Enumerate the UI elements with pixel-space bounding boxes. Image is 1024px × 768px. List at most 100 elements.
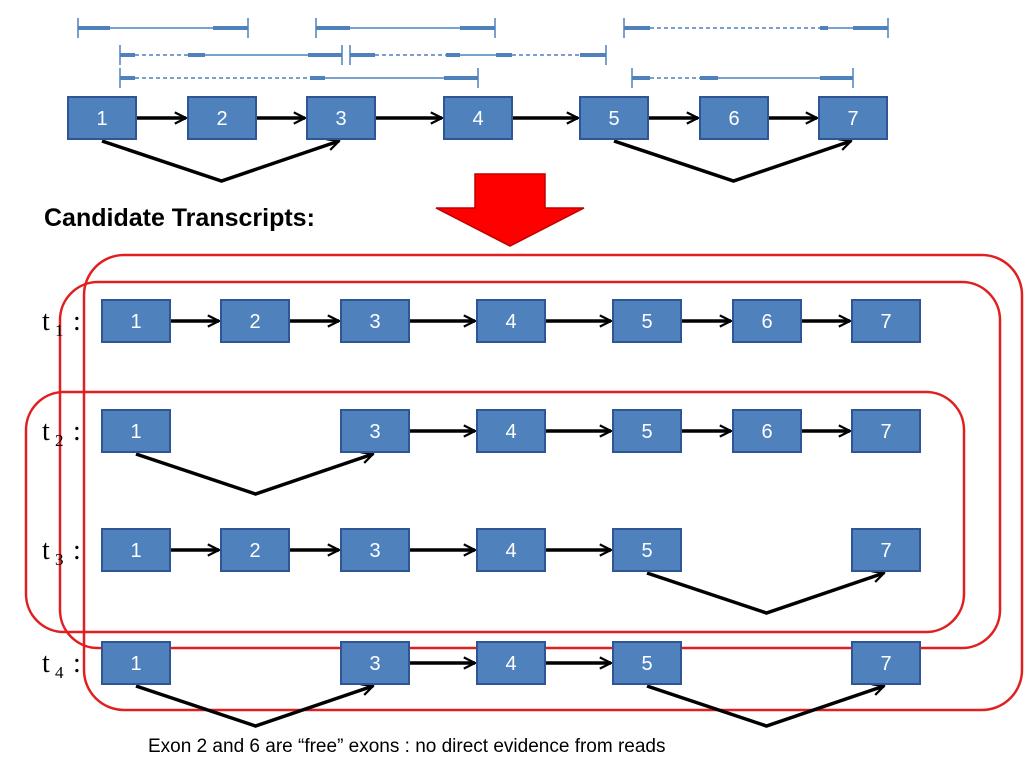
exon-7: 7 (851, 641, 921, 685)
transcript-label-separator: : (73, 306, 81, 337)
exon-label: 3 (335, 108, 346, 130)
skip-edge-5-7 (646, 573, 884, 615)
exon-label: 5 (608, 108, 619, 130)
exon-3: 3 (340, 641, 410, 685)
exon-5: 5 (612, 641, 682, 685)
skip-edge-5-7 (646, 686, 884, 728)
exon-1: 1 (101, 641, 171, 685)
exon-box (67, 96, 137, 140)
exon-box (612, 641, 682, 685)
read (349, 45, 607, 65)
skip-edge-1-3 (135, 454, 373, 496)
transcript-label-name: t (42, 535, 50, 566)
transcript-label-separator: : (73, 535, 81, 566)
exon-6: 6 (732, 299, 802, 343)
exon-3: 3 (340, 299, 410, 343)
exon-box (732, 299, 802, 343)
exon-label: 5 (641, 540, 652, 562)
exon-label: 1 (96, 108, 107, 130)
exon-label: 7 (880, 540, 891, 562)
exon-4: 4 (443, 96, 513, 140)
read-alignments (77, 18, 889, 88)
exon-4: 4 (476, 641, 546, 685)
exon-label: 2 (216, 108, 227, 130)
exon-3: 3 (340, 409, 410, 453)
exon-label: 1 (130, 653, 141, 675)
exon-box (220, 528, 290, 572)
down-arrow-icon (435, 173, 585, 247)
exon-box (699, 96, 769, 140)
exon-box (476, 299, 546, 343)
exon-6: 6 (699, 96, 769, 140)
exon-box (476, 528, 546, 572)
read (77, 18, 249, 38)
exon-label: 1 (130, 421, 141, 443)
exon-3: 3 (306, 96, 376, 140)
exon-box (851, 409, 921, 453)
read (623, 18, 889, 38)
exon-2: 2 (220, 528, 290, 572)
exon-label: 7 (847, 108, 858, 130)
exon-label: 4 (505, 653, 516, 675)
footnote: Exon 2 and 6 are “free” exons : no direc… (148, 736, 666, 757)
exon-label: 5 (641, 653, 652, 675)
read (631, 68, 854, 88)
exon-1: 1 (67, 96, 137, 140)
exon-box (220, 299, 290, 343)
exon-5: 5 (612, 299, 682, 343)
heading: Candidate Transcripts: (44, 204, 315, 232)
exon-4: 4 (476, 409, 546, 453)
exon-box (340, 409, 410, 453)
exon-1: 1 (101, 409, 171, 453)
transcript-label-name: t (42, 306, 50, 337)
exon-4: 4 (476, 528, 546, 572)
exon-box (476, 641, 546, 685)
exon-box (101, 528, 171, 572)
exon-box (340, 641, 410, 685)
exon-label: 5 (641, 311, 652, 333)
exon-box (612, 299, 682, 343)
exon-label: 7 (880, 653, 891, 675)
exon-5: 5 (612, 528, 682, 572)
exon-6: 6 (732, 409, 802, 453)
highlight-box-outer (82, 253, 1024, 712)
exon-1: 1 (101, 299, 171, 343)
exon-box (306, 96, 376, 140)
exon-label: 4 (505, 311, 516, 333)
transcript-label-name: t (42, 416, 50, 447)
exon-box (851, 528, 921, 572)
transcript-label-separator: : (73, 648, 81, 679)
exon-box (340, 528, 410, 572)
exon-box (851, 641, 921, 685)
skip-edge-5-7 (613, 141, 851, 183)
exon-label: 4 (472, 108, 483, 130)
exon-label: 6 (761, 311, 772, 333)
transcript-label-index: 4 (55, 663, 64, 682)
exon-box (612, 528, 682, 572)
exon-label: 3 (369, 311, 380, 333)
exon-box (612, 409, 682, 453)
exon-2: 2 (187, 96, 257, 140)
read (119, 45, 343, 65)
exon-label: 7 (880, 421, 891, 443)
gene-graph: 1 2 3 4 5 6 7 (67, 96, 888, 183)
exon-label: 1 (130, 311, 141, 333)
skip-edge-1-3 (101, 141, 339, 183)
exon-box (579, 96, 649, 140)
transcript-label-index: 1 (55, 321, 64, 340)
exon-2: 2 (220, 299, 290, 343)
exon-7: 7 (851, 528, 921, 572)
exon-label: 6 (728, 108, 739, 130)
exon-box (340, 299, 410, 343)
exon-box (732, 409, 802, 453)
transcript-label-name: t (42, 648, 50, 679)
exon-box (101, 409, 171, 453)
transcript-label-index: 3 (55, 550, 64, 569)
exon-label: 2 (249, 540, 260, 562)
read (315, 18, 496, 38)
